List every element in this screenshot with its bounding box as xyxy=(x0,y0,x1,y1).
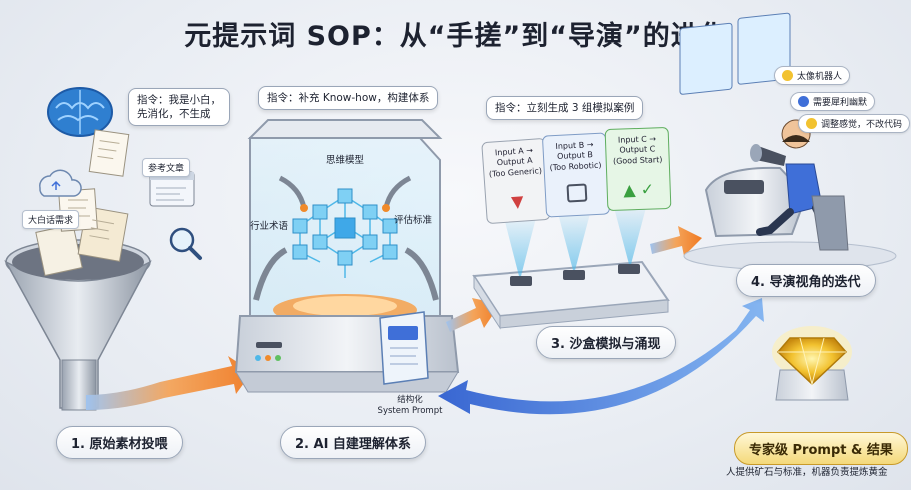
stage1-instruction-bubble: 指令：我是小白， 先消化，不生成 xyxy=(128,88,230,127)
step-1-label: 1. 原始素材投喂 xyxy=(56,426,183,459)
flow-arrow-1 xyxy=(86,356,252,410)
system-prompt-caption: 结构化 System Prompt xyxy=(370,395,450,417)
system-prompt-scroll xyxy=(379,311,429,385)
knowledge-cubes xyxy=(292,188,398,266)
feedback-chip-robotic: 太像机器人 xyxy=(774,66,851,85)
caption-structured: 结构化 xyxy=(397,395,423,405)
feedback-text-robotic: 太像机器人 xyxy=(797,72,843,82)
thumbs-up-icon xyxy=(806,118,817,129)
feedback-loop-arrow xyxy=(438,298,764,415)
thumbs-down-icon xyxy=(782,70,793,81)
expert-prompt-result-badge: 专家级 Prompt & 结果 xyxy=(734,432,908,465)
cloud-icon xyxy=(39,169,82,197)
label-thinking-model: 思维模型 xyxy=(326,155,365,166)
case-card-a: Input A → Output A (Too Generic) ▼ xyxy=(481,137,551,225)
comment-icon xyxy=(798,96,809,107)
hologram-beams xyxy=(502,200,648,286)
gold-gem-icon xyxy=(772,326,852,401)
step-3-label: 3. 沙盒模拟与涌现 xyxy=(536,326,676,359)
feedback-chip-humor: 需要犀利幽默 xyxy=(790,92,876,111)
label-evaluation-criteria: 评估标准 xyxy=(394,215,433,226)
brain-icon xyxy=(47,87,113,137)
thumbs-up-icon: ▲ ✓ xyxy=(622,179,655,200)
case-card-b: Input B → Output B (Too Robotic) xyxy=(541,132,611,218)
browser-window-icon xyxy=(149,171,195,207)
flow-arrow-3 xyxy=(650,226,702,256)
stage2-instruction-bubble: 指令：补充 Know-how，构建体系 xyxy=(258,86,439,111)
feedback-text-adjust: 调整感觉，不改代码 xyxy=(821,120,903,130)
step-2-label: 2. AI 自建理解体系 xyxy=(280,426,426,459)
feedback-text-humor: 需要犀利幽默 xyxy=(813,98,868,108)
case-card-a-text: Input A → Output A (Too Generic) xyxy=(488,145,543,179)
step-4-label: 4. 导演视角的迭代 xyxy=(736,264,876,297)
page-title: 元提示词 SOP：从“手搓”到“导演”的进化 xyxy=(184,21,727,52)
stage3-instruction-bubble: 指令：立刻生成 3 组模拟案例 xyxy=(486,96,644,121)
case-card-c: Input C → Output C (Good Start) ▲ ✓ xyxy=(604,126,672,212)
tag-vague-needs: 大白话需求 xyxy=(22,210,80,229)
document-sketch xyxy=(88,129,130,177)
case-card-b-text: Input B → Output B (Too Robotic) xyxy=(549,140,602,173)
director-station xyxy=(679,12,897,271)
robot-icon xyxy=(566,183,588,203)
feedback-chip-adjust: 调整感觉，不改代码 xyxy=(798,114,911,133)
final-caption: 人提供矿石与标准，机器负责提炼黄金 xyxy=(726,467,888,478)
sandbox-platform xyxy=(472,260,670,330)
caption-system-prompt: System Prompt xyxy=(377,406,443,417)
case-card-c-text: Input C → Output C (Good Start) xyxy=(612,134,663,166)
magnifier-icon xyxy=(169,227,202,260)
thumbs-down-icon: ▼ xyxy=(510,191,525,212)
label-industry-terms: 行业术语 xyxy=(250,221,289,232)
tag-reference-article: 参考文章 xyxy=(142,158,191,177)
